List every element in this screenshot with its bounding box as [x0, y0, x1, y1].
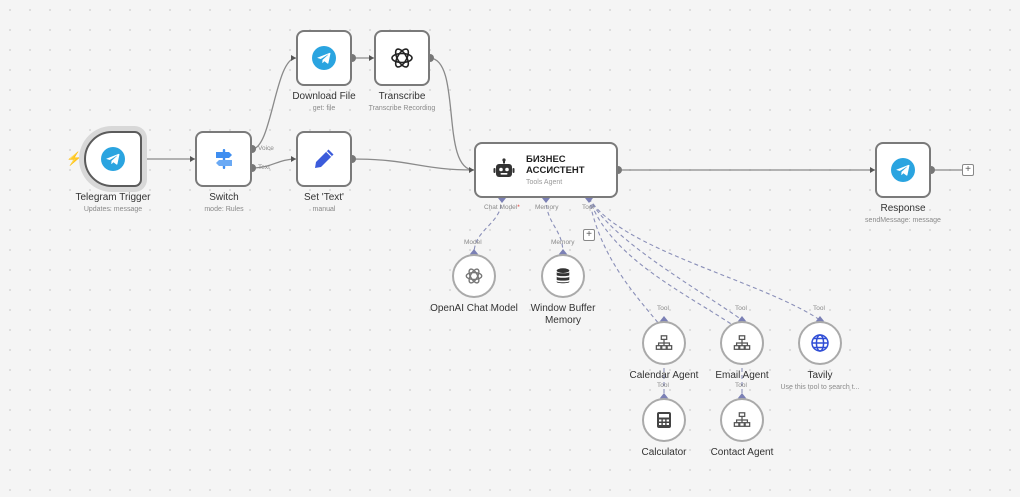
node-response[interactable]: [875, 142, 931, 198]
node-title: Email Agent: [715, 370, 769, 381]
node-subtitle: Transcribe Recording: [368, 105, 436, 112]
agent-subtitle: Tools Agent: [526, 179, 563, 186]
node-title: Download File: [292, 91, 356, 102]
node-title: OpenAI Chat Model: [430, 303, 518, 314]
node-title: Set 'Text': [304, 192, 344, 203]
output-label-text: Text: [258, 164, 270, 171]
sitemap-icon: [655, 335, 673, 350]
pencil-icon: [315, 149, 334, 168]
node-email-agent[interactable]: [720, 321, 764, 365]
node-contact-agent[interactable]: [720, 398, 764, 442]
node-subtitle: Use this tool to search t...: [780, 384, 860, 391]
node-subtitle: manual: [312, 206, 336, 213]
port-label-tool-bottom: Tool: [735, 382, 747, 389]
node-title: Calculator: [641, 447, 687, 458]
lightning-bolt-icon: ⚡: [66, 151, 83, 166]
telegram-icon: [101, 147, 125, 171]
node-title: Telegram Trigger: [75, 192, 151, 203]
arrow-download-in: [291, 55, 296, 61]
openai-icon: [391, 48, 413, 68]
node-calendar-agent[interactable]: [642, 321, 686, 365]
add-tool-button[interactable]: +: [583, 229, 595, 241]
node-window-buffer-memory[interactable]: [541, 254, 585, 298]
arrow-agent-in: [469, 167, 474, 173]
agent-title-line1: БИЗНЕС: [526, 154, 566, 165]
port-label-tool-top: Tool: [735, 305, 747, 312]
node-title: Switch: [209, 192, 239, 203]
arrow-set-in: [291, 156, 296, 162]
node-title: Window Buffer Memory: [530, 303, 596, 326]
ai-wire-calendar-email: [588, 197, 743, 321]
node-title: Transcribe: [378, 91, 426, 102]
robot-icon: [493, 158, 515, 177]
arrow-transcribe-in: [369, 55, 374, 61]
node-switch[interactable]: [195, 131, 252, 187]
arrow-switch-in: [190, 156, 195, 162]
node-title: Contact Agent: [710, 447, 774, 458]
wire-set-agent: [351, 158, 475, 171]
sitemap-icon: [733, 412, 751, 427]
wire-switch-download: [251, 57, 297, 150]
node-agent[interactable]: БИЗНЕС АССИСТЕНТ Tools Agent: [474, 142, 618, 198]
node-title: Tavily: [807, 370, 833, 381]
wire-transcribe-agent: [429, 57, 475, 171]
telegram-icon: [891, 158, 915, 182]
sitemap-icon: [733, 335, 751, 350]
port-label-memory: Memory: [535, 204, 559, 211]
openai-icon: [465, 268, 483, 284]
port-label-tool-bottom: Tool: [657, 382, 669, 389]
add-node-button[interactable]: +: [962, 164, 974, 176]
port-label-tool-top: Tool: [813, 305, 825, 312]
database-icon: [556, 268, 570, 284]
node-tavily[interactable]: [798, 321, 842, 365]
node-title: Calendar Agent: [629, 370, 699, 381]
port-label-chat-model-text: Chat Model: [484, 204, 518, 211]
arrow-response-in: [870, 167, 875, 173]
node-download-file[interactable]: [296, 30, 352, 86]
node-set-text[interactable]: [296, 131, 352, 187]
calculator-icon: [657, 412, 671, 428]
globe-icon: [811, 334, 829, 352]
output-label-voice: Voice: [258, 145, 274, 152]
port-label-tool: Tool: [582, 204, 594, 211]
agent-title-line2: АССИСТЕНТ: [526, 165, 585, 176]
port-label-chat-model: Chat Model*: [484, 204, 520, 211]
node-calculator[interactable]: [642, 398, 686, 442]
node-subtitle: sendMessage: message: [865, 217, 941, 224]
ai-wire-calendar: [588, 197, 665, 331]
ai-wire-memory: [545, 197, 564, 255]
node-telegram-trigger[interactable]: [84, 131, 142, 187]
ai-wire-tavily: [588, 197, 821, 321]
node-transcribe[interactable]: [374, 30, 430, 86]
signpost-icon: [215, 149, 232, 169]
agent-text: БИЗНЕС АССИСТЕНТ Tools Agent: [526, 154, 585, 186]
ai-wire-email: [588, 197, 741, 331]
required-mark: *: [517, 204, 520, 211]
port-label-model: Model: [464, 239, 482, 246]
node-title: Response: [880, 203, 926, 214]
port-label-memory-node: Memory: [551, 239, 575, 246]
node-openai-chat-model[interactable]: [452, 254, 496, 298]
telegram-icon: [312, 46, 336, 70]
port-label-tool-top: Tool: [657, 305, 669, 312]
ai-wire-model: [473, 197, 503, 255]
